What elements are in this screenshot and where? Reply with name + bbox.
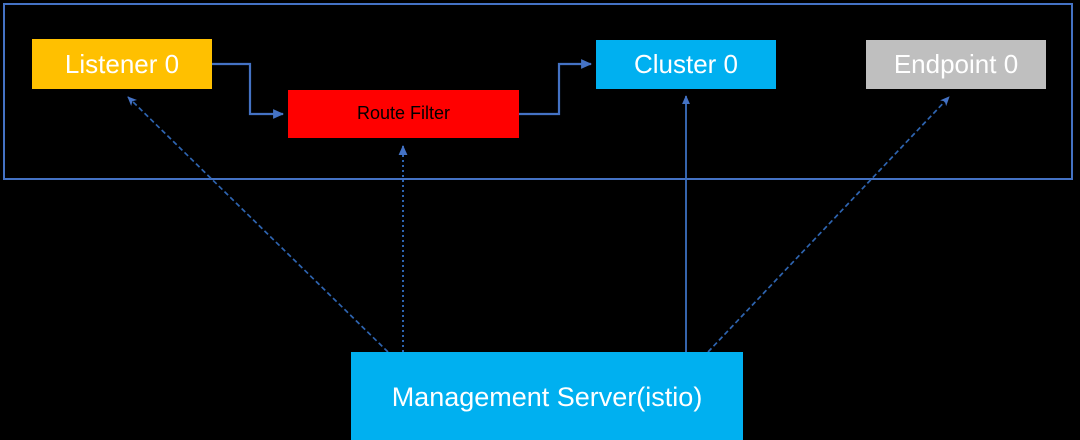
data-plane-container <box>3 3 1073 180</box>
node-endpoint-label: Endpoint 0 <box>893 49 1019 80</box>
node-cluster[interactable]: Cluster 0 <box>596 40 776 89</box>
node-management-server[interactable]: Management Server(istio) <box>351 352 743 440</box>
node-listener-label: Listener 0 <box>64 48 180 79</box>
node-route-filter[interactable]: Route Filter <box>288 90 519 138</box>
node-management-server-label: Management Server(istio) <box>391 382 703 413</box>
node-cluster-label: Cluster 0 <box>633 49 739 80</box>
node-endpoint[interactable]: Endpoint 0 <box>866 40 1046 89</box>
node-listener[interactable]: Listener 0 <box>32 39 212 89</box>
node-route-filter-label: Route Filter <box>356 103 451 124</box>
